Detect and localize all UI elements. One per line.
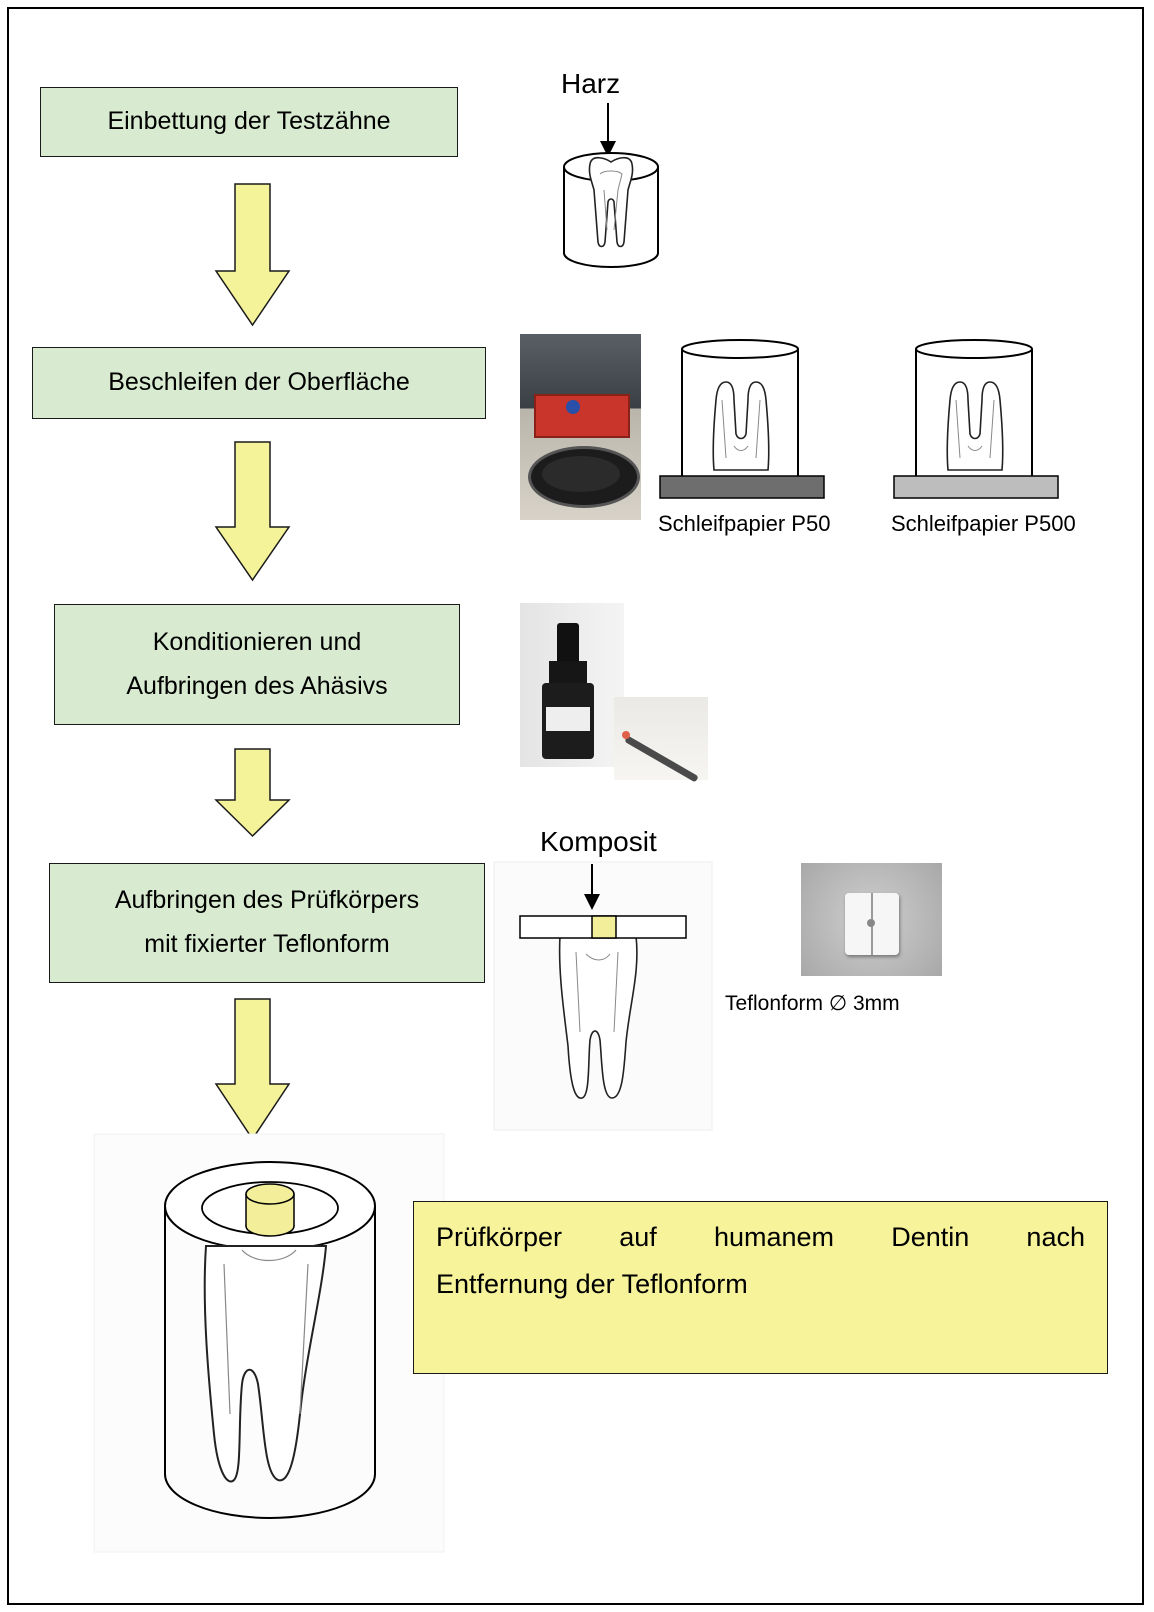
step-pruefkoerper-line2: mit fixierter Teflonform (144, 930, 390, 958)
down-arrow-icon (214, 748, 291, 838)
step-einbettung-text: Einbettung der Testzähne (107, 107, 391, 136)
label-schleifpapier-p500: Schleifpapier P500 (891, 511, 1076, 536)
grinding-machine-photo (520, 334, 641, 520)
tooth-icon (588, 156, 634, 248)
down-arrow-icon (214, 183, 291, 327)
flow-arrow-2 (214, 441, 291, 582)
label-komposit: Komposit (540, 826, 657, 857)
flow-arrow-1 (214, 183, 291, 327)
flow-arrow-3 (214, 748, 291, 838)
sandpaper-p500 (893, 475, 1059, 499)
label-teflonform: Teflonform ∅ 3mm (725, 992, 900, 1015)
teflon-mold-photo (801, 863, 942, 976)
grinding-p50-illustration (659, 339, 825, 499)
composite-specimen-top (245, 1183, 295, 1205)
result-word-4: Dentin (891, 1222, 970, 1252)
step-einbettung: Einbettung der Testzähne (40, 87, 458, 157)
down-arrow-icon (584, 894, 600, 910)
embedded-tooth-illustration (563, 152, 659, 268)
step-pruefkoerper: Aufbringen des Prüfkörpers mit fixierter… (49, 863, 485, 983)
label-schleifpapier-p50: Schleifpapier P50 (658, 511, 831, 536)
adhesive-bottle-photo (520, 603, 624, 767)
result-line-1: Prüfkörper auf humanem Dentin nach (436, 1214, 1085, 1261)
composite-application-illustration (493, 861, 713, 1131)
step-konditionieren-line2: Aufbringen des Ahäsivs (126, 671, 388, 700)
step-beschleifen-text: Beschleifen der Oberfläche (108, 368, 410, 397)
tooth-icon (558, 935, 638, 1099)
step-konditionieren: Konditionieren und Aufbringen des Ahäsiv… (54, 604, 460, 725)
flow-arrow-4 (214, 998, 291, 1141)
step-pruefkoerper-line1: Aufbringen des Prüfkörpers (114, 886, 420, 915)
step-beschleifen: Beschleifen der Oberfläche (32, 347, 486, 419)
result-word-3: humanem (713, 1222, 835, 1252)
tooth-icon (712, 381, 770, 471)
label-harz: Harz (561, 68, 621, 99)
down-arrow-icon (214, 441, 291, 582)
sandpaper-p50 (659, 475, 825, 499)
applicator-brush-photo (614, 697, 708, 783)
harz-arrow (600, 103, 616, 157)
result-word-1: Prüfkörper (436, 1222, 563, 1252)
result-box: Prüfkörper auf humanem Dentin nach Entfe… (413, 1201, 1108, 1374)
result-line-2: Entfernung der Teflonform (436, 1269, 748, 1300)
composite-specimen (591, 915, 617, 939)
final-specimen-illustration (93, 1133, 445, 1553)
figure-frame (7, 7, 1144, 1605)
down-arrow-icon (214, 998, 291, 1141)
tooth-icon (203, 1245, 328, 1483)
grinding-p500-illustration (893, 339, 1059, 499)
result-word-5: nach (1026, 1222, 1085, 1252)
tooth-icon (946, 381, 1004, 471)
result-word-2: auf (619, 1222, 657, 1252)
step-konditionieren-line1: Konditionieren und (152, 627, 362, 656)
